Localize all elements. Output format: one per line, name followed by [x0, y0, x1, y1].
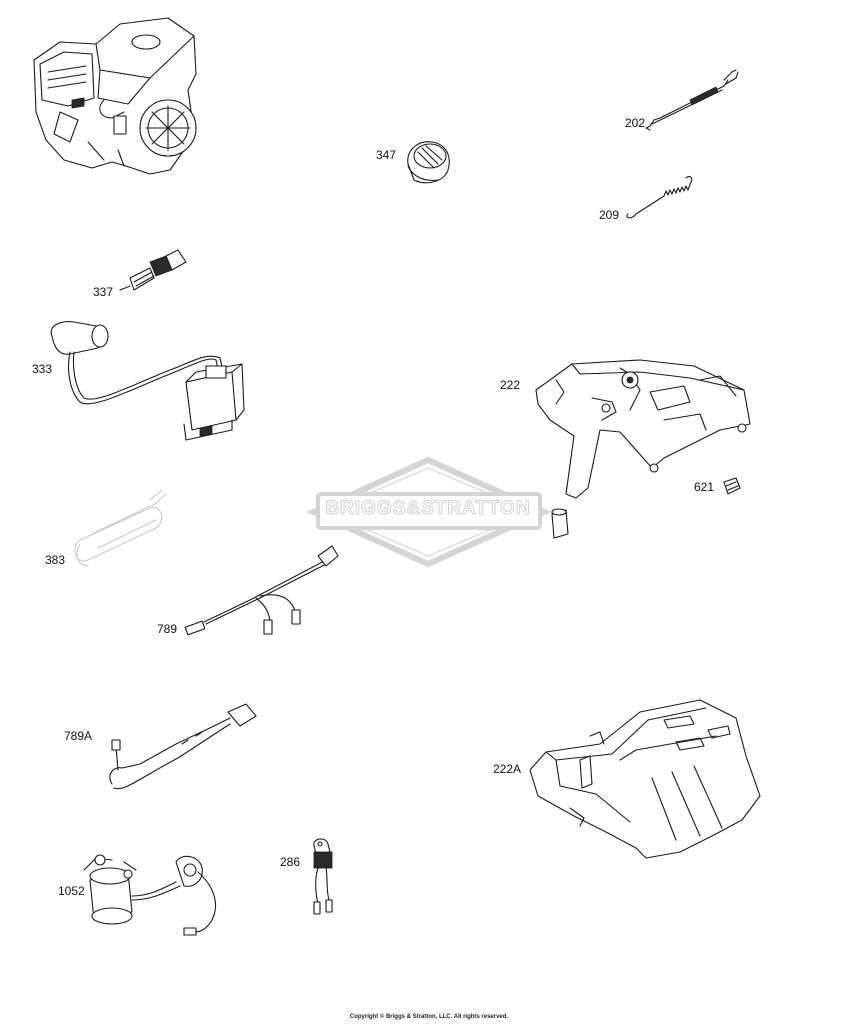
part-337-illustration [119, 249, 187, 291]
part-789-illustration [184, 545, 339, 636]
part-789A-illustration [109, 703, 257, 790]
callout-337: 337 [93, 285, 114, 299]
part-202-illustration [645, 69, 739, 131]
part-1052-illustration [83, 854, 216, 936]
engine-illustration [33, 17, 197, 175]
watermark-logo [306, 456, 552, 568]
part-286-illustration [313, 838, 333, 915]
copyright-footer: Copyright © Briggs & Stratton, LLC. All … [349, 1014, 509, 1020]
callout-383: 383 [45, 553, 66, 567]
part-333-illustration [50, 321, 245, 441]
part-209-illustration [626, 175, 693, 219]
callout-202: 202 [625, 116, 646, 130]
part-621-illustration [723, 477, 741, 495]
callout-347: 347 [376, 148, 397, 162]
callout-222: 222 [500, 378, 521, 392]
callout-286: 286 [280, 855, 301, 869]
bushing-illustration [551, 508, 569, 539]
part-383-illustration [74, 489, 167, 567]
callout-789A: 789A [64, 729, 93, 743]
callout-333: 333 [32, 362, 53, 376]
callout-789: 789 [157, 622, 178, 636]
callout-621: 621 [694, 480, 715, 494]
callout-209: 209 [599, 208, 620, 222]
callout-222A: 222A [493, 762, 522, 776]
part-222A-illustration [529, 699, 761, 859]
part-222-illustration [535, 359, 751, 499]
part-347-illustration [407, 141, 450, 184]
callout-1052: 1052 [58, 884, 85, 898]
watermark-text: BRIGGS&STRATTON [325, 498, 531, 520]
